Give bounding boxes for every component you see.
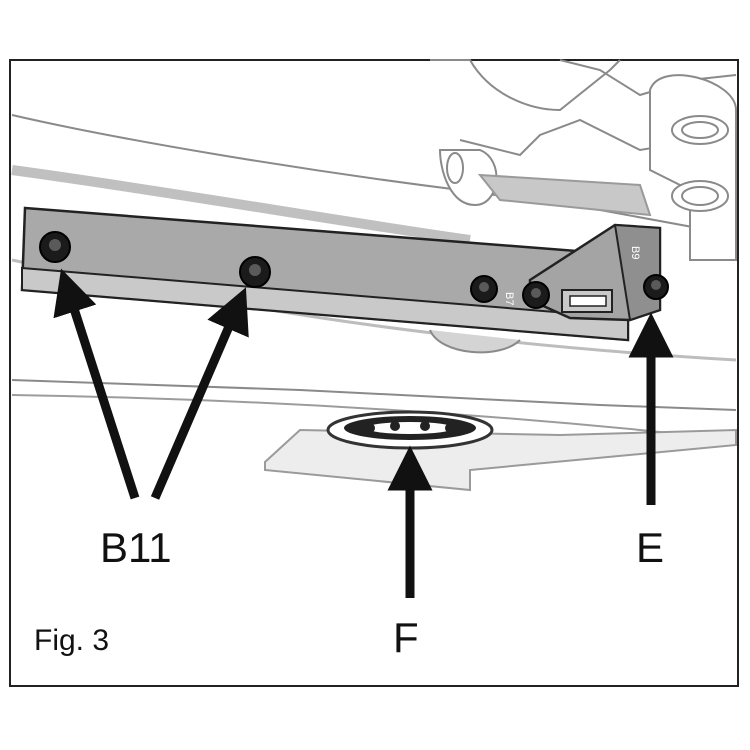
bolt-b7-right: [522, 281, 550, 309]
bolt-e: [643, 274, 669, 300]
bolt-b11-left: [39, 231, 71, 263]
drain-plug-illustration: [326, 410, 494, 450]
callout-f: F: [393, 614, 419, 661]
part-mark-b7: B7: [503, 292, 515, 305]
arrow-b11-left: [53, 268, 140, 500]
callout-e: E: [636, 524, 664, 571]
bolt-b7-left: [470, 275, 498, 303]
figure-frame: [9, 59, 739, 687]
chassis-illustration: [11, 59, 737, 492]
callout-arrows: [53, 268, 674, 598]
bolt-b11-right: [239, 256, 271, 288]
figure-caption: Fig. 3: [34, 624, 109, 657]
part-mark-b9: B9: [629, 246, 641, 259]
arrow-b11-right: [150, 287, 249, 500]
callout-b11: B11: [100, 524, 172, 571]
